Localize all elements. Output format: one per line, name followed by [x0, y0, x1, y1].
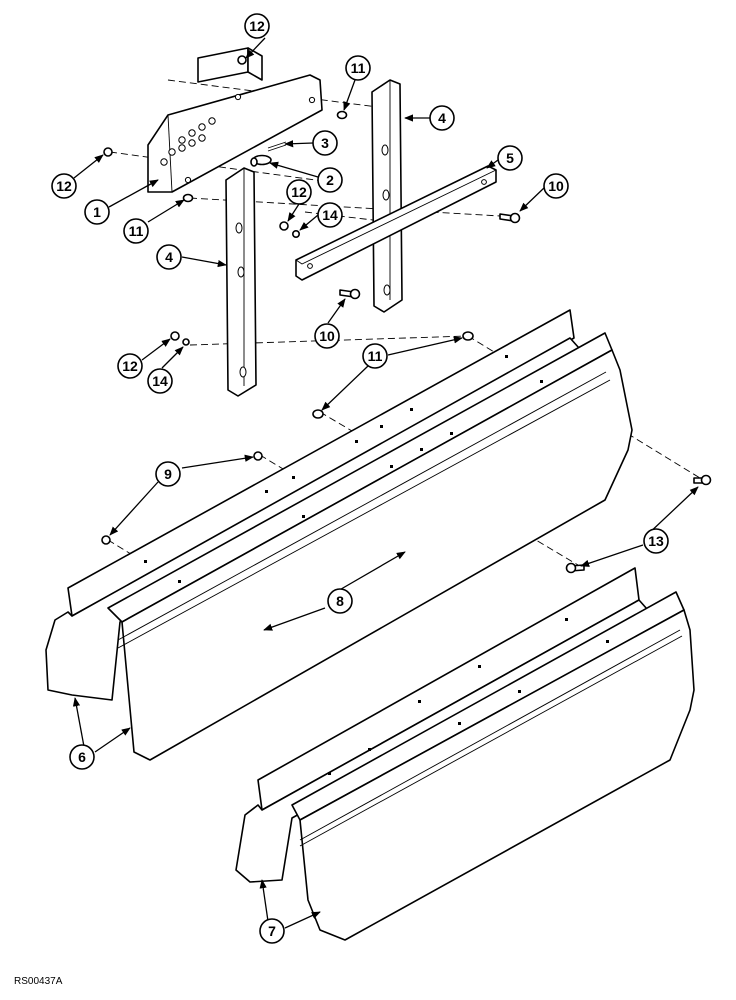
- reference-code: RS00437A: [14, 976, 63, 987]
- callout-4: 4: [156, 244, 182, 270]
- callout-12: 12: [51, 173, 77, 199]
- pin: [250, 154, 272, 167]
- callout-14: 14: [147, 368, 173, 394]
- svg-text:12: 12: [56, 178, 72, 194]
- callout-5: 5: [497, 145, 523, 171]
- svg-text:5: 5: [506, 150, 514, 166]
- callout-8: 8: [327, 588, 353, 614]
- svg-text:4: 4: [165, 249, 173, 265]
- svg-text:10: 10: [319, 328, 335, 344]
- svg-text:12: 12: [122, 358, 138, 374]
- svg-text:10: 10: [548, 178, 564, 194]
- callout-12: 12: [117, 353, 143, 379]
- svg-text:11: 11: [368, 348, 383, 364]
- svg-text:11: 11: [129, 223, 144, 239]
- svg-text:14: 14: [322, 207, 338, 223]
- callout-7: 7: [259, 918, 285, 944]
- callout-12: 12: [286, 179, 312, 205]
- callout-2: 2: [317, 167, 343, 193]
- svg-text:7: 7: [268, 923, 276, 939]
- callout-10: 10: [314, 323, 340, 349]
- callout-4: 4: [429, 105, 455, 131]
- svg-text:6: 6: [78, 749, 86, 765]
- svg-text:9: 9: [164, 466, 172, 482]
- callout-12: 12: [244, 13, 270, 39]
- svg-text:2: 2: [326, 172, 334, 188]
- callout-11: 11: [345, 55, 371, 81]
- svg-text:8: 8: [336, 593, 344, 609]
- callout-11: 11: [362, 343, 388, 369]
- svg-text:3: 3: [321, 135, 329, 151]
- skid-shield-lower: [235, 567, 695, 941]
- callout-1: 1: [84, 199, 110, 225]
- skid-shield-upper: [45, 309, 633, 761]
- upright-strap-left: [225, 167, 257, 397]
- svg-text:4: 4: [438, 110, 446, 126]
- svg-text:1: 1: [93, 204, 101, 220]
- leader-lines: [72, 37, 699, 929]
- callout-9: 9: [155, 461, 181, 487]
- callout-6: 6: [69, 744, 95, 770]
- callout-3: 3: [312, 130, 338, 156]
- svg-text:13: 13: [648, 533, 664, 549]
- upright-strap-right: [371, 79, 403, 313]
- clip: [267, 141, 287, 152]
- svg-text:11: 11: [351, 60, 366, 76]
- callout-13: 13: [643, 528, 669, 554]
- svg-text:12: 12: [291, 184, 307, 200]
- mounting-bracket: [147, 47, 323, 193]
- callout-10: 10: [543, 173, 569, 199]
- callout-11: 11: [123, 218, 149, 244]
- svg-text:12: 12: [249, 18, 265, 34]
- callout-14: 14: [317, 202, 343, 228]
- svg-text:14: 14: [152, 373, 168, 389]
